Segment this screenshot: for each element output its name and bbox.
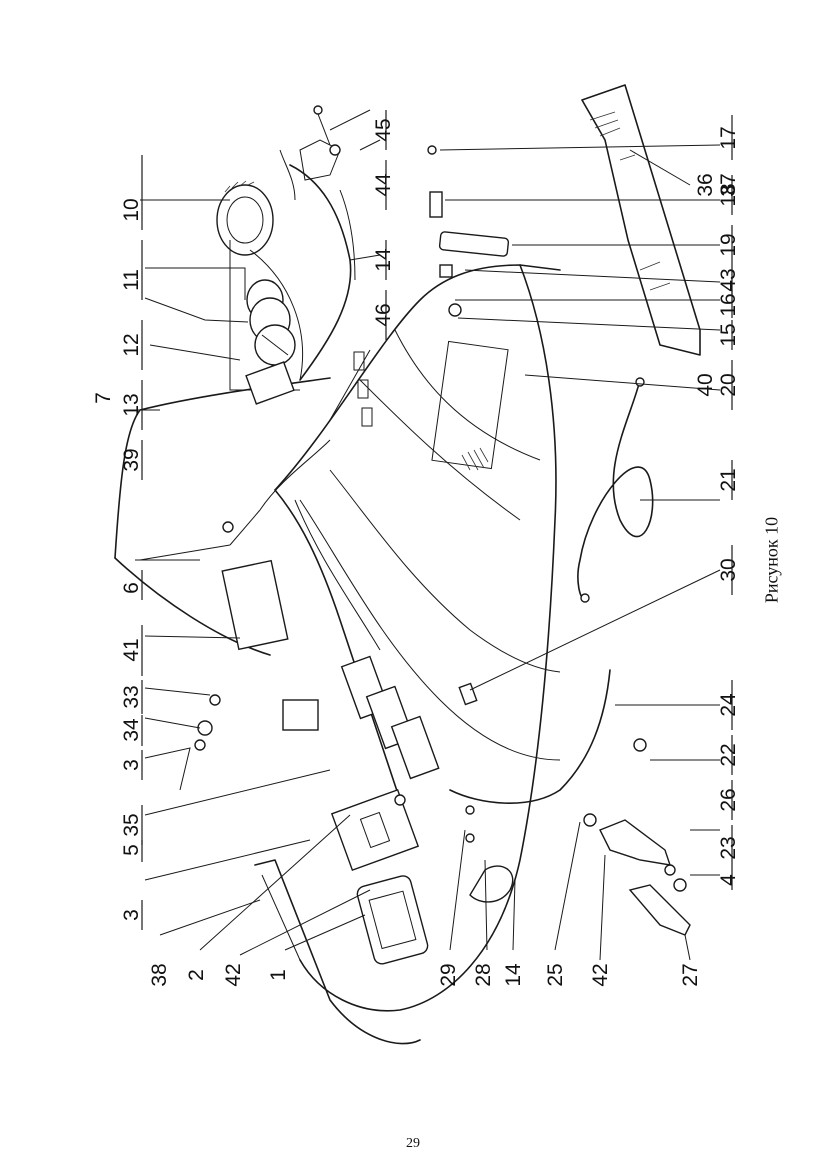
callout-underlines [141, 110, 733, 930]
callout-43: 43 [717, 268, 740, 291]
cable [577, 379, 654, 601]
page-number: 29 [406, 1136, 420, 1151]
callout-38: 38 [148, 963, 171, 986]
callout-27: 27 [679, 963, 702, 986]
callout-25: 25 [544, 963, 567, 986]
callout-2: 2 [185, 969, 208, 981]
callout-28: 28 [472, 963, 495, 986]
callout-42-right: 42 [589, 963, 612, 986]
callout-34: 34 [120, 718, 143, 742]
callout-40: 40 [694, 373, 717, 396]
headlight-assembly [216, 180, 304, 405]
callout-36: 36 [694, 173, 717, 196]
callout-6: 6 [120, 582, 143, 594]
callout-12: 12 [120, 333, 143, 356]
brackets [194, 145, 691, 936]
callout-4: 4 [717, 874, 740, 886]
callout-42-left: 42 [222, 963, 245, 986]
callout-33: 33 [120, 685, 143, 708]
callout-11: 11 [120, 269, 143, 291]
leader-lines [135, 109, 721, 961]
figure-caption: Рисунок 10 [761, 516, 782, 604]
callout-19: 19 [717, 233, 740, 256]
callout-labels: 10 11 12 13 7 39 6 41 33 34 3 35 5 3 38 … [92, 118, 740, 986]
callout-14-top: 14 [372, 248, 395, 272]
callout-10: 10 [120, 198, 143, 221]
callout-39: 39 [120, 448, 143, 471]
callout-24: 24 [717, 693, 740, 717]
callout-23: 23 [717, 836, 740, 859]
callout-7: 7 [92, 392, 115, 404]
callout-20: 20 [717, 373, 740, 396]
callout-17: 17 [717, 126, 740, 149]
hood-shell [274, 264, 561, 1012]
callout-3-bottom: 3 [120, 909, 143, 921]
lower-guard [254, 788, 429, 1045]
callout-29: 29 [437, 963, 460, 986]
callout-44: 44 [372, 173, 395, 197]
callout-14-bottom: 14 [502, 963, 525, 987]
callout-46: 46 [372, 303, 395, 326]
wiring-harness [279, 105, 356, 381]
callout-26: 26 [717, 788, 740, 811]
callout-21: 21 [717, 468, 740, 491]
callout-16: 16 [717, 293, 740, 316]
throttle-cable [449, 669, 611, 804]
callout-30: 30 [717, 558, 740, 581]
callout-45: 45 [372, 118, 395, 141]
callout-41: 41 [120, 638, 143, 661]
callout-18: 18 [717, 183, 740, 206]
callout-15: 15 [717, 323, 740, 346]
callout-37: 37 [717, 173, 740, 196]
callout-35: 35 [120, 813, 143, 836]
callout-13: 13 [120, 393, 143, 416]
callout-5: 5 [120, 844, 143, 856]
callout-3-top: 3 [120, 759, 143, 771]
callout-1: 1 [267, 969, 290, 981]
callout-22: 22 [717, 743, 740, 766]
windshield [114, 377, 331, 656]
side-panel [581, 84, 701, 356]
